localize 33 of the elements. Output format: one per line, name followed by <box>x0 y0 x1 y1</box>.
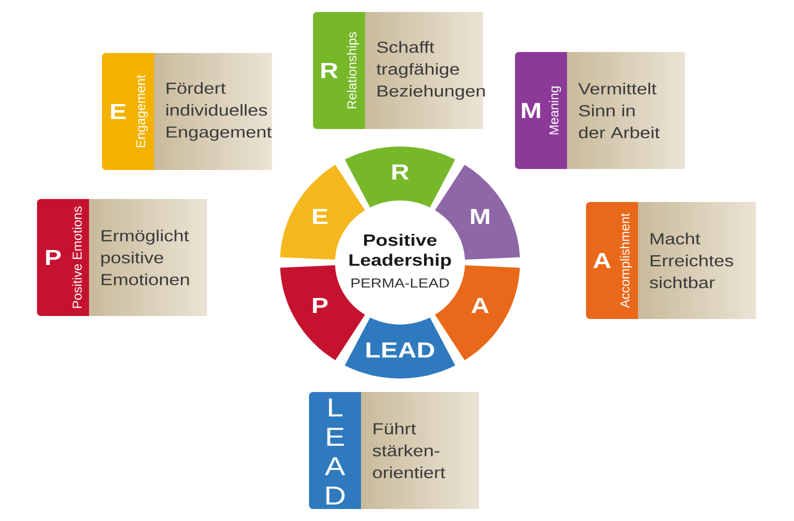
description-text: Vermittelt Sinn in der Arbeit <box>578 82 660 138</box>
vertical-label: Meaning <box>548 86 562 134</box>
info-card <box>37 199 207 316</box>
info-card <box>309 392 479 509</box>
info-card <box>515 52 685 169</box>
tab-letter: R <box>321 62 338 78</box>
center-subtitle: PERMA-LEAD <box>352 278 449 288</box>
description-text: Schafft tragfähige Beziehungen <box>376 41 485 100</box>
vertical-label: Relationships <box>346 32 360 108</box>
segment-letter: P <box>313 298 328 314</box>
tab-letter: A <box>593 252 611 268</box>
segment-letter: LEAD <box>366 342 434 358</box>
vertical-label: Accomplishment <box>620 213 632 308</box>
segment-letter: R <box>392 164 409 180</box>
info-card <box>586 202 756 319</box>
segment-letter: A <box>471 298 489 314</box>
ring-segment <box>344 318 456 378</box>
segment-letter: E <box>313 208 328 224</box>
vertical-label: Positive Emotions <box>72 206 82 308</box>
description-text: Macht Erreichtes sichtbar <box>650 232 734 288</box>
tab-letter: M <box>522 102 540 118</box>
ring-segment <box>344 146 456 208</box>
segment-letter: M <box>471 208 490 224</box>
description-text: Führt stärken-orientiert <box>372 422 446 478</box>
description-text: Fördert individuelles Engagement <box>166 82 272 141</box>
center-title: Positive Leadership <box>350 234 451 270</box>
vertical-label: Engagement <box>136 74 148 148</box>
description-text: Ermöglicht positive Emotionen <box>101 230 189 286</box>
tab-letter: P <box>46 250 61 266</box>
stacked-letters: LEAD <box>324 398 346 504</box>
tab-letter: E <box>111 104 126 120</box>
info-card <box>102 53 272 170</box>
info-card <box>313 12 485 129</box>
